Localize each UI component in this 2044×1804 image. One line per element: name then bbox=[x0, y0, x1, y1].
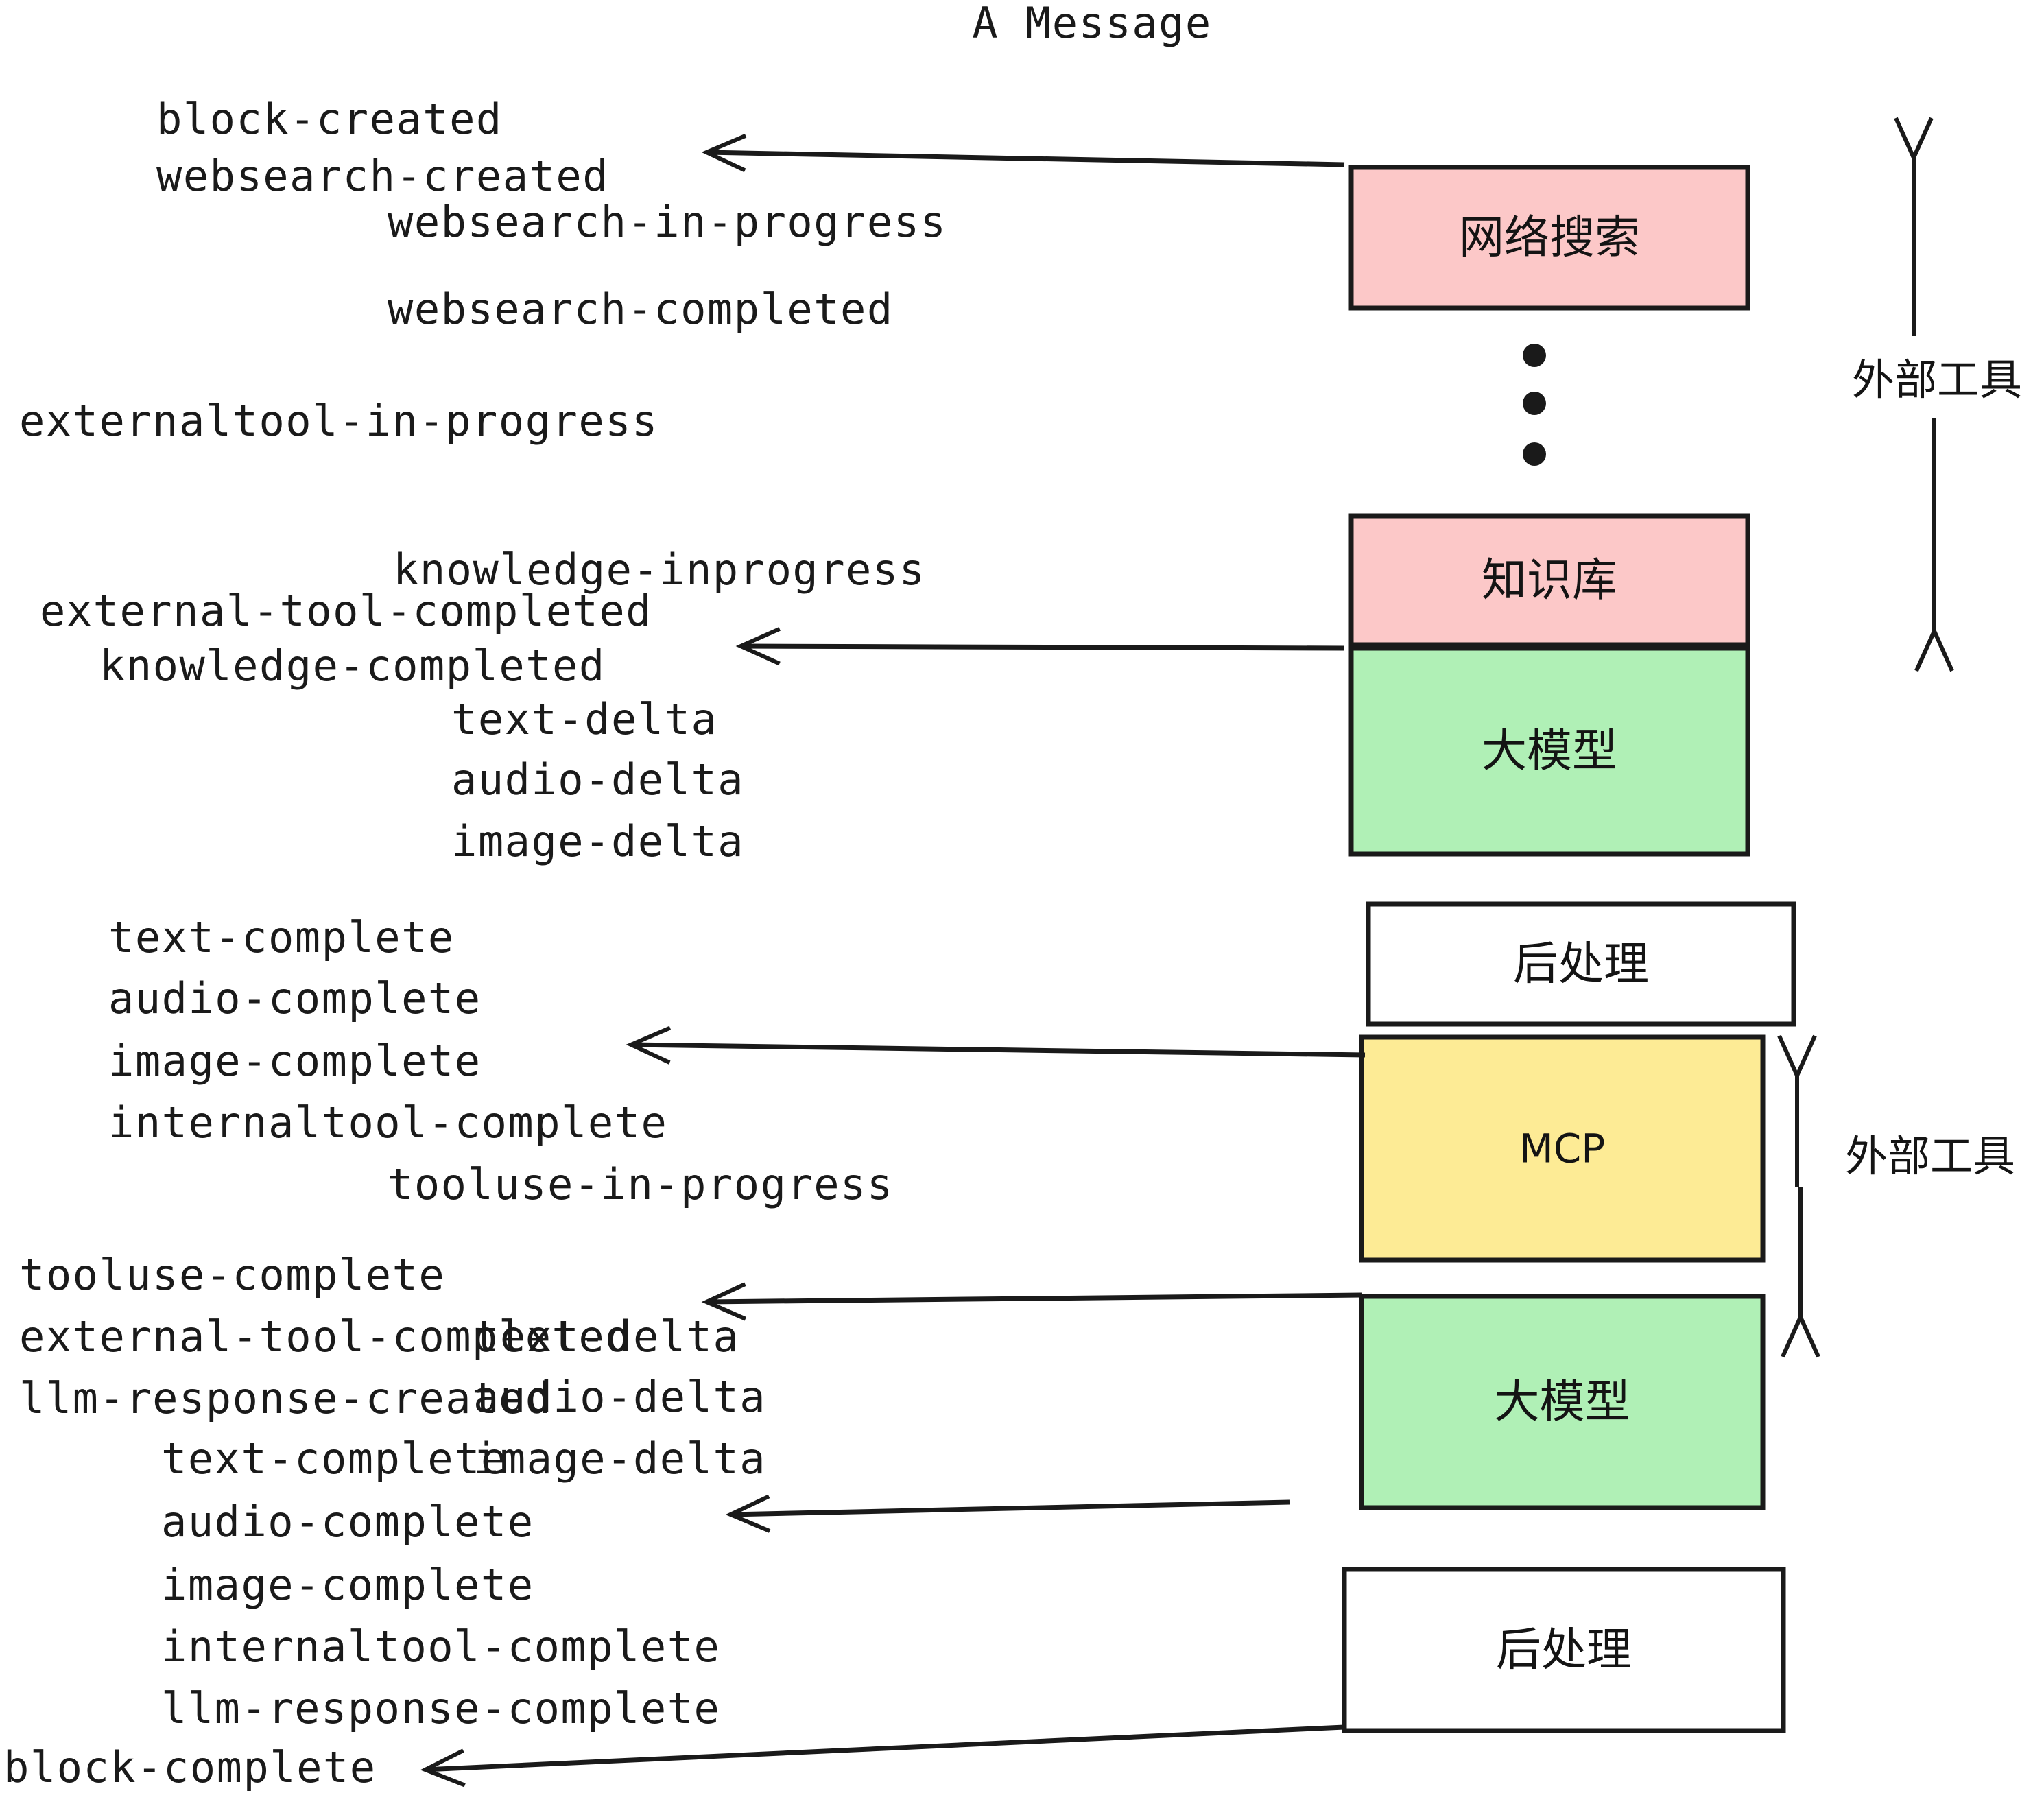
event-label-image-complete-1: image-complete bbox=[108, 1036, 482, 1086]
connector-arrow-llm-to-audio-complete-line bbox=[730, 1499, 1290, 1517]
event-label-tooluse-in-progress: tooluse-in-progress bbox=[388, 1159, 894, 1209]
node-knowledge-shape bbox=[1348, 513, 1750, 648]
node-postprocess-bot-label: 后处理 bbox=[1496, 1624, 1632, 1676]
event-label-text-complete-1: text-complete bbox=[108, 912, 455, 962]
event-label-externaltool-in-progress: externaltool-in-progress bbox=[19, 396, 658, 446]
event-label-websearch-completed: websearch-completed bbox=[388, 284, 894, 334]
event-label-text-delta-2: text-delta bbox=[473, 1312, 739, 1362]
event-label-audio-complete-2: audio-complete bbox=[161, 1497, 534, 1547]
node-postprocess-bot-shape bbox=[1342, 1567, 1786, 1733]
event-label-audio-complete-1: audio-complete bbox=[108, 973, 482, 1023]
event-label-knowledge-completed: knowledge-completed bbox=[99, 641, 606, 691]
node-llm-top-label: 大模型 bbox=[1482, 724, 1617, 777]
node-mcp-shape bbox=[1359, 1034, 1766, 1263]
connector-arrow-mcp-to-image-complete-arrowhead-icon bbox=[626, 1025, 672, 1065]
arrow-external-tool-arrow-up-top-arrowhead-icon bbox=[1894, 117, 1934, 163]
ellipsis-dots bbox=[1523, 344, 1546, 466]
connector-arrow-websearch-to-block-arrowhead-icon bbox=[701, 134, 747, 173]
arrow-external-tool-arrow-up-bottom-arrowhead-icon bbox=[1777, 1034, 1817, 1081]
arrow-external-tool-arrow-down-bottom-arrowhead-icon bbox=[1781, 1312, 1820, 1358]
node-mcp[interactable]: MCP bbox=[1359, 1034, 1766, 1263]
arrow-external-tool-arrow-down-top bbox=[1914, 418, 1954, 672]
connector-arrow-websearch-to-block bbox=[701, 134, 1345, 173]
arrow-external-tool-arrow-down-top-arrowhead-icon bbox=[1914, 626, 1954, 672]
node-websearch[interactable]: 网络搜索 bbox=[1348, 165, 1750, 311]
ellipsis-dot-3-icon bbox=[1523, 442, 1546, 466]
event-label-tooluse-complete: tooluse-complete bbox=[19, 1250, 445, 1300]
page-title: A Message bbox=[972, 0, 1211, 48]
event-label-image-delta-2: image-delta bbox=[473, 1434, 766, 1484]
event-label-audio-delta-1: audio-delta bbox=[451, 755, 744, 805]
event-label-block-created: block-created bbox=[156, 94, 503, 144]
node-postprocess-bot[interactable]: 后处理 bbox=[1342, 1567, 1786, 1733]
connector-arrow-post-to-block-complete-arrowhead-icon bbox=[420, 1748, 466, 1788]
event-label-knowledge-inprogress: knowledge-inprogress bbox=[393, 545, 926, 595]
node-mcp-label: MCP bbox=[1519, 1126, 1606, 1172]
ellipsis-dot-1-icon bbox=[1523, 344, 1546, 367]
arrow-external-tool-arrow-down-bottom bbox=[1781, 1187, 1820, 1358]
connector-arrow-llm-to-audio-complete bbox=[725, 1494, 1290, 1533]
ellipsis-dot-2-icon bbox=[1523, 392, 1546, 415]
node-llm-bottom-label: 大模型 bbox=[1495, 1375, 1630, 1428]
connector-arrow-mcp-to-image-complete-line bbox=[630, 1042, 1366, 1058]
event-label-llm-response-created: llm-response-created bbox=[19, 1373, 552, 1423]
node-llm-top-shape bbox=[1348, 645, 1750, 857]
connector-arrow-mcp-to-image-complete bbox=[626, 1025, 1366, 1065]
connector-arrow-knowledge-to-completed-line bbox=[740, 643, 1345, 651]
event-label-external-tool-completed-2: external-tool-completed bbox=[19, 1312, 632, 1362]
connector-arrow-mcp-to-tooluse-complete bbox=[701, 1282, 1362, 1321]
side-label-external-tool-bottom: 外部工具 bbox=[1845, 1131, 2015, 1181]
event-label-image-complete-2: image-complete bbox=[161, 1560, 534, 1610]
event-label-image-delta-1: image-delta bbox=[451, 816, 744, 866]
arrow-external-tool-arrow-up-bottom bbox=[1777, 1034, 1817, 1187]
node-websearch-label: 网络搜索 bbox=[1459, 211, 1640, 264]
connector-arrow-knowledge-to-completed bbox=[735, 627, 1345, 666]
connector-arrows bbox=[420, 134, 1366, 1788]
side-label-external-tool-top: 外部工具 bbox=[1852, 355, 2022, 405]
event-label-external-tool-completed-1: external-tool-completed bbox=[40, 586, 652, 636]
connector-arrow-websearch-to-block-line bbox=[706, 150, 1345, 167]
node-llm-top[interactable]: 大模型 bbox=[1348, 645, 1750, 857]
arrow-external-tool-arrow-up-top bbox=[1894, 117, 1934, 336]
node-llm-bottom[interactable]: 大模型 bbox=[1359, 1294, 1766, 1510]
node-websearch-shape bbox=[1348, 165, 1750, 311]
node-postprocess-top[interactable]: 后处理 bbox=[1366, 901, 1796, 1027]
event-label-llm-response-complete: llm-response-complete bbox=[161, 1683, 720, 1733]
event-label-internaltool-complete-1: internaltool-complete bbox=[108, 1097, 667, 1148]
node-knowledge-label: 知识库 bbox=[1482, 554, 1617, 606]
event-label-audio-delta-2: audio-delta bbox=[473, 1372, 766, 1422]
connector-arrow-mcp-to-tooluse-complete-line bbox=[706, 1292, 1362, 1305]
node-knowledge[interactable]: 知识库 bbox=[1348, 513, 1750, 648]
connector-arrow-post-to-block-complete-line bbox=[425, 1724, 1345, 1772]
event-label-block-complete: block-complete bbox=[3, 1742, 377, 1792]
event-label-websearch-created: websearch-created bbox=[156, 151, 609, 201]
connector-arrow-llm-to-audio-complete-arrowhead-icon bbox=[725, 1494, 771, 1533]
event-label-websearch-in-progress: websearch-in-progress bbox=[388, 197, 947, 247]
event-label-text-delta-1: text-delta bbox=[451, 694, 717, 744]
node-postprocess-top-label: 后处理 bbox=[1513, 938, 1649, 990]
node-llm-bottom-shape bbox=[1359, 1294, 1766, 1510]
node-postprocess-top-shape bbox=[1366, 901, 1796, 1027]
event-label-internaltool-complete-2: internaltool-complete bbox=[161, 1622, 720, 1672]
event-labels: block-createdwebsearch-createdwebsearch-… bbox=[3, 94, 947, 1792]
connector-arrow-mcp-to-tooluse-complete-arrowhead-icon bbox=[701, 1282, 747, 1321]
event-label-text-complete-2: text-complete bbox=[161, 1434, 508, 1484]
scope-arrows bbox=[1777, 117, 1954, 1358]
connector-arrow-knowledge-to-completed-arrowhead-icon bbox=[735, 627, 781, 666]
connector-arrow-post-to-block-complete bbox=[420, 1724, 1345, 1788]
